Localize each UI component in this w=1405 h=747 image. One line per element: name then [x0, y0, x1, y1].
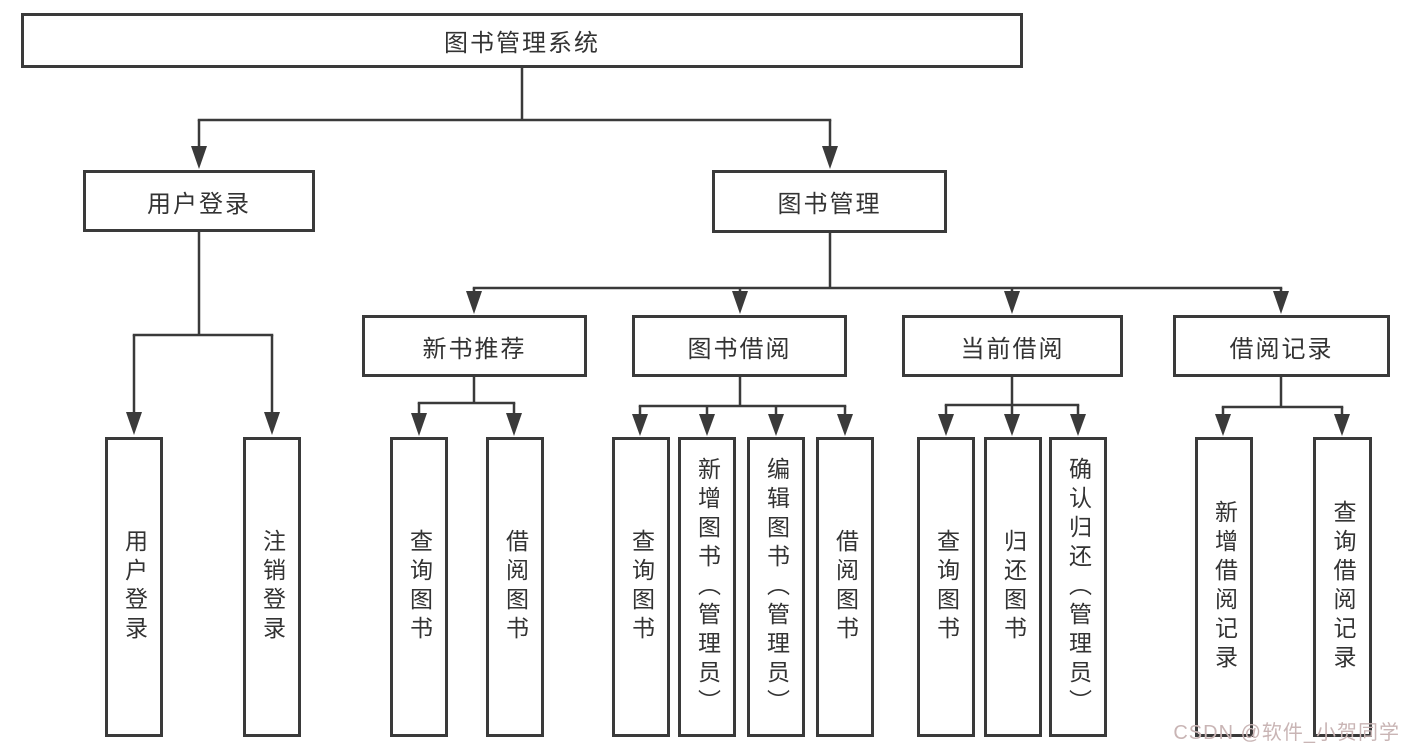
leaf-borrow-books-recommend-label: 借阅图书 [502, 529, 529, 645]
leaf-borrow-books-label: 借阅图书 [832, 529, 859, 645]
leaf-query-borrow-record: 查询借阅记录 [1313, 437, 1372, 737]
leaf-add-books-admin-label: 新增图书（管理员） [694, 456, 721, 718]
leaf-confirm-return-admin: 确认归还（管理员） [1049, 437, 1107, 737]
leaf-edit-books-admin: 编辑图书（管理员） [747, 437, 805, 737]
leaf-query-borrow-record-label: 查询借阅记录 [1330, 500, 1356, 674]
leaf-query-books-recommend-label: 查询图书 [406, 529, 433, 645]
leaf-query-books-current-label: 查询图书 [933, 529, 960, 645]
leaf-logout-label: 注销登录 [259, 529, 286, 645]
node-library-system: 图书管理系统 [21, 13, 1023, 68]
leaf-return-books: 归还图书 [984, 437, 1042, 737]
leaf-confirm-return-admin-label: 确认归还（管理员） [1065, 456, 1092, 718]
node-library-system-label: 图书管理系统 [444, 30, 600, 57]
leaf-query-books-borrow-label: 查询图书 [628, 529, 655, 645]
leaf-add-borrow-record-label: 新增借阅记录 [1211, 500, 1238, 674]
node-book-borrowing-label: 图书借阅 [687, 335, 792, 363]
node-book-borrowing: 图书借阅 [632, 315, 847, 377]
node-book-management: 图书管理 [712, 170, 947, 233]
leaf-add-books-admin: 新增图书（管理员） [678, 437, 736, 737]
node-new-book-recommendation: 新书推荐 [362, 315, 587, 377]
node-new-book-recommendation-label: 新书推荐 [422, 335, 527, 363]
leaf-edit-books-admin-label: 编辑图书（管理员） [763, 456, 790, 718]
node-book-management-label: 图书管理 [777, 191, 882, 218]
leaf-query-books-recommend: 查询图书 [390, 437, 448, 737]
node-user-login-label: 用户登录 [147, 190, 251, 218]
leaf-borrow-books-recommend: 借阅图书 [486, 437, 544, 737]
leaf-return-books-label: 归还图书 [1000, 529, 1027, 645]
leaf-logout: 注销登录 [243, 437, 301, 737]
leaf-user-login-label: 用户登录 [121, 529, 148, 645]
leaf-borrow-books: 借阅图书 [816, 437, 874, 737]
csdn-watermark: CSDN @软件_小贺同学 [1173, 722, 1400, 744]
node-user-login: 用户登录 [83, 170, 315, 232]
leaf-user-login: 用户登录 [105, 437, 163, 737]
node-borrowing-records-label: 借阅记录 [1229, 335, 1334, 363]
node-current-borrowing: 当前借阅 [902, 315, 1123, 377]
leaf-add-borrow-record: 新增借阅记录 [1195, 437, 1253, 737]
node-current-borrowing-label: 当前借阅 [960, 335, 1065, 363]
leaf-query-books-borrow: 查询图书 [612, 437, 670, 737]
node-borrowing-records: 借阅记录 [1173, 315, 1390, 377]
leaf-query-books-current: 查询图书 [917, 437, 975, 737]
